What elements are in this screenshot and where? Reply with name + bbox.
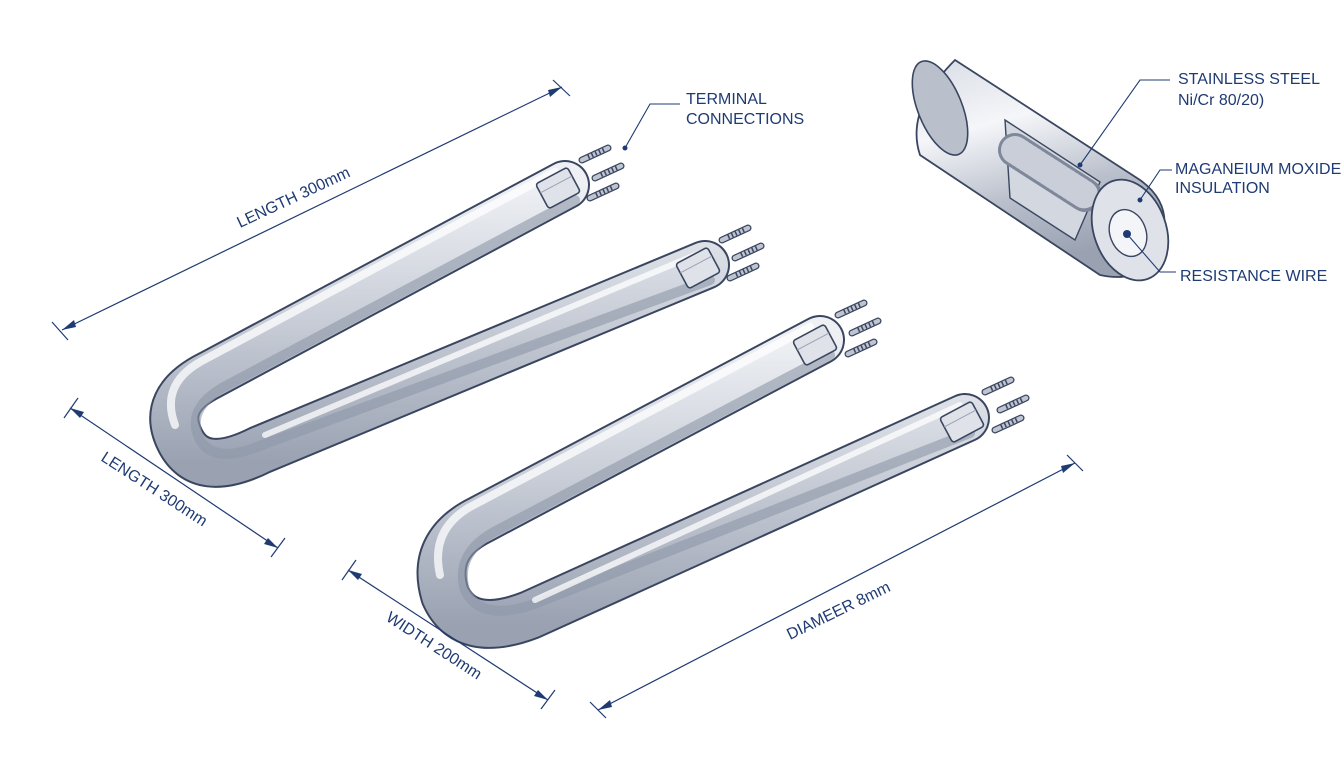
label-sheath-1: STAINLESS STEEL xyxy=(1178,71,1320,88)
label-wire: RESISTANCE WIRE xyxy=(1180,268,1327,285)
terminal-leader xyxy=(622,103,680,151)
dimension-length-top xyxy=(51,79,571,341)
sheath-leader xyxy=(1077,79,1170,168)
resistance-coil xyxy=(998,133,1102,212)
label-insulation-2: INSULATION xyxy=(1175,180,1270,197)
label-terminal-2: CONNECTIONS xyxy=(686,111,804,128)
dimension-diameter xyxy=(589,454,1084,719)
label-insulation-1: MAGANEIUM MOXIDE xyxy=(1175,161,1341,178)
label-terminal-1: TERMINAL xyxy=(686,91,767,108)
label-sheath-2: Ni/Cr 80/20) xyxy=(1178,92,1264,109)
dimension-width xyxy=(341,559,556,710)
u-element-2 xyxy=(416,303,1026,649)
cutaway-cylinder xyxy=(911,58,1170,282)
u-element-1 xyxy=(149,148,761,488)
insulation-leader xyxy=(1137,169,1172,203)
label-length-top: LENGTH 300mm xyxy=(235,164,353,231)
dimension-length-side xyxy=(63,397,286,558)
wire-leader xyxy=(1126,233,1176,273)
label-diameter: DIAMEER 8mm xyxy=(784,579,893,644)
